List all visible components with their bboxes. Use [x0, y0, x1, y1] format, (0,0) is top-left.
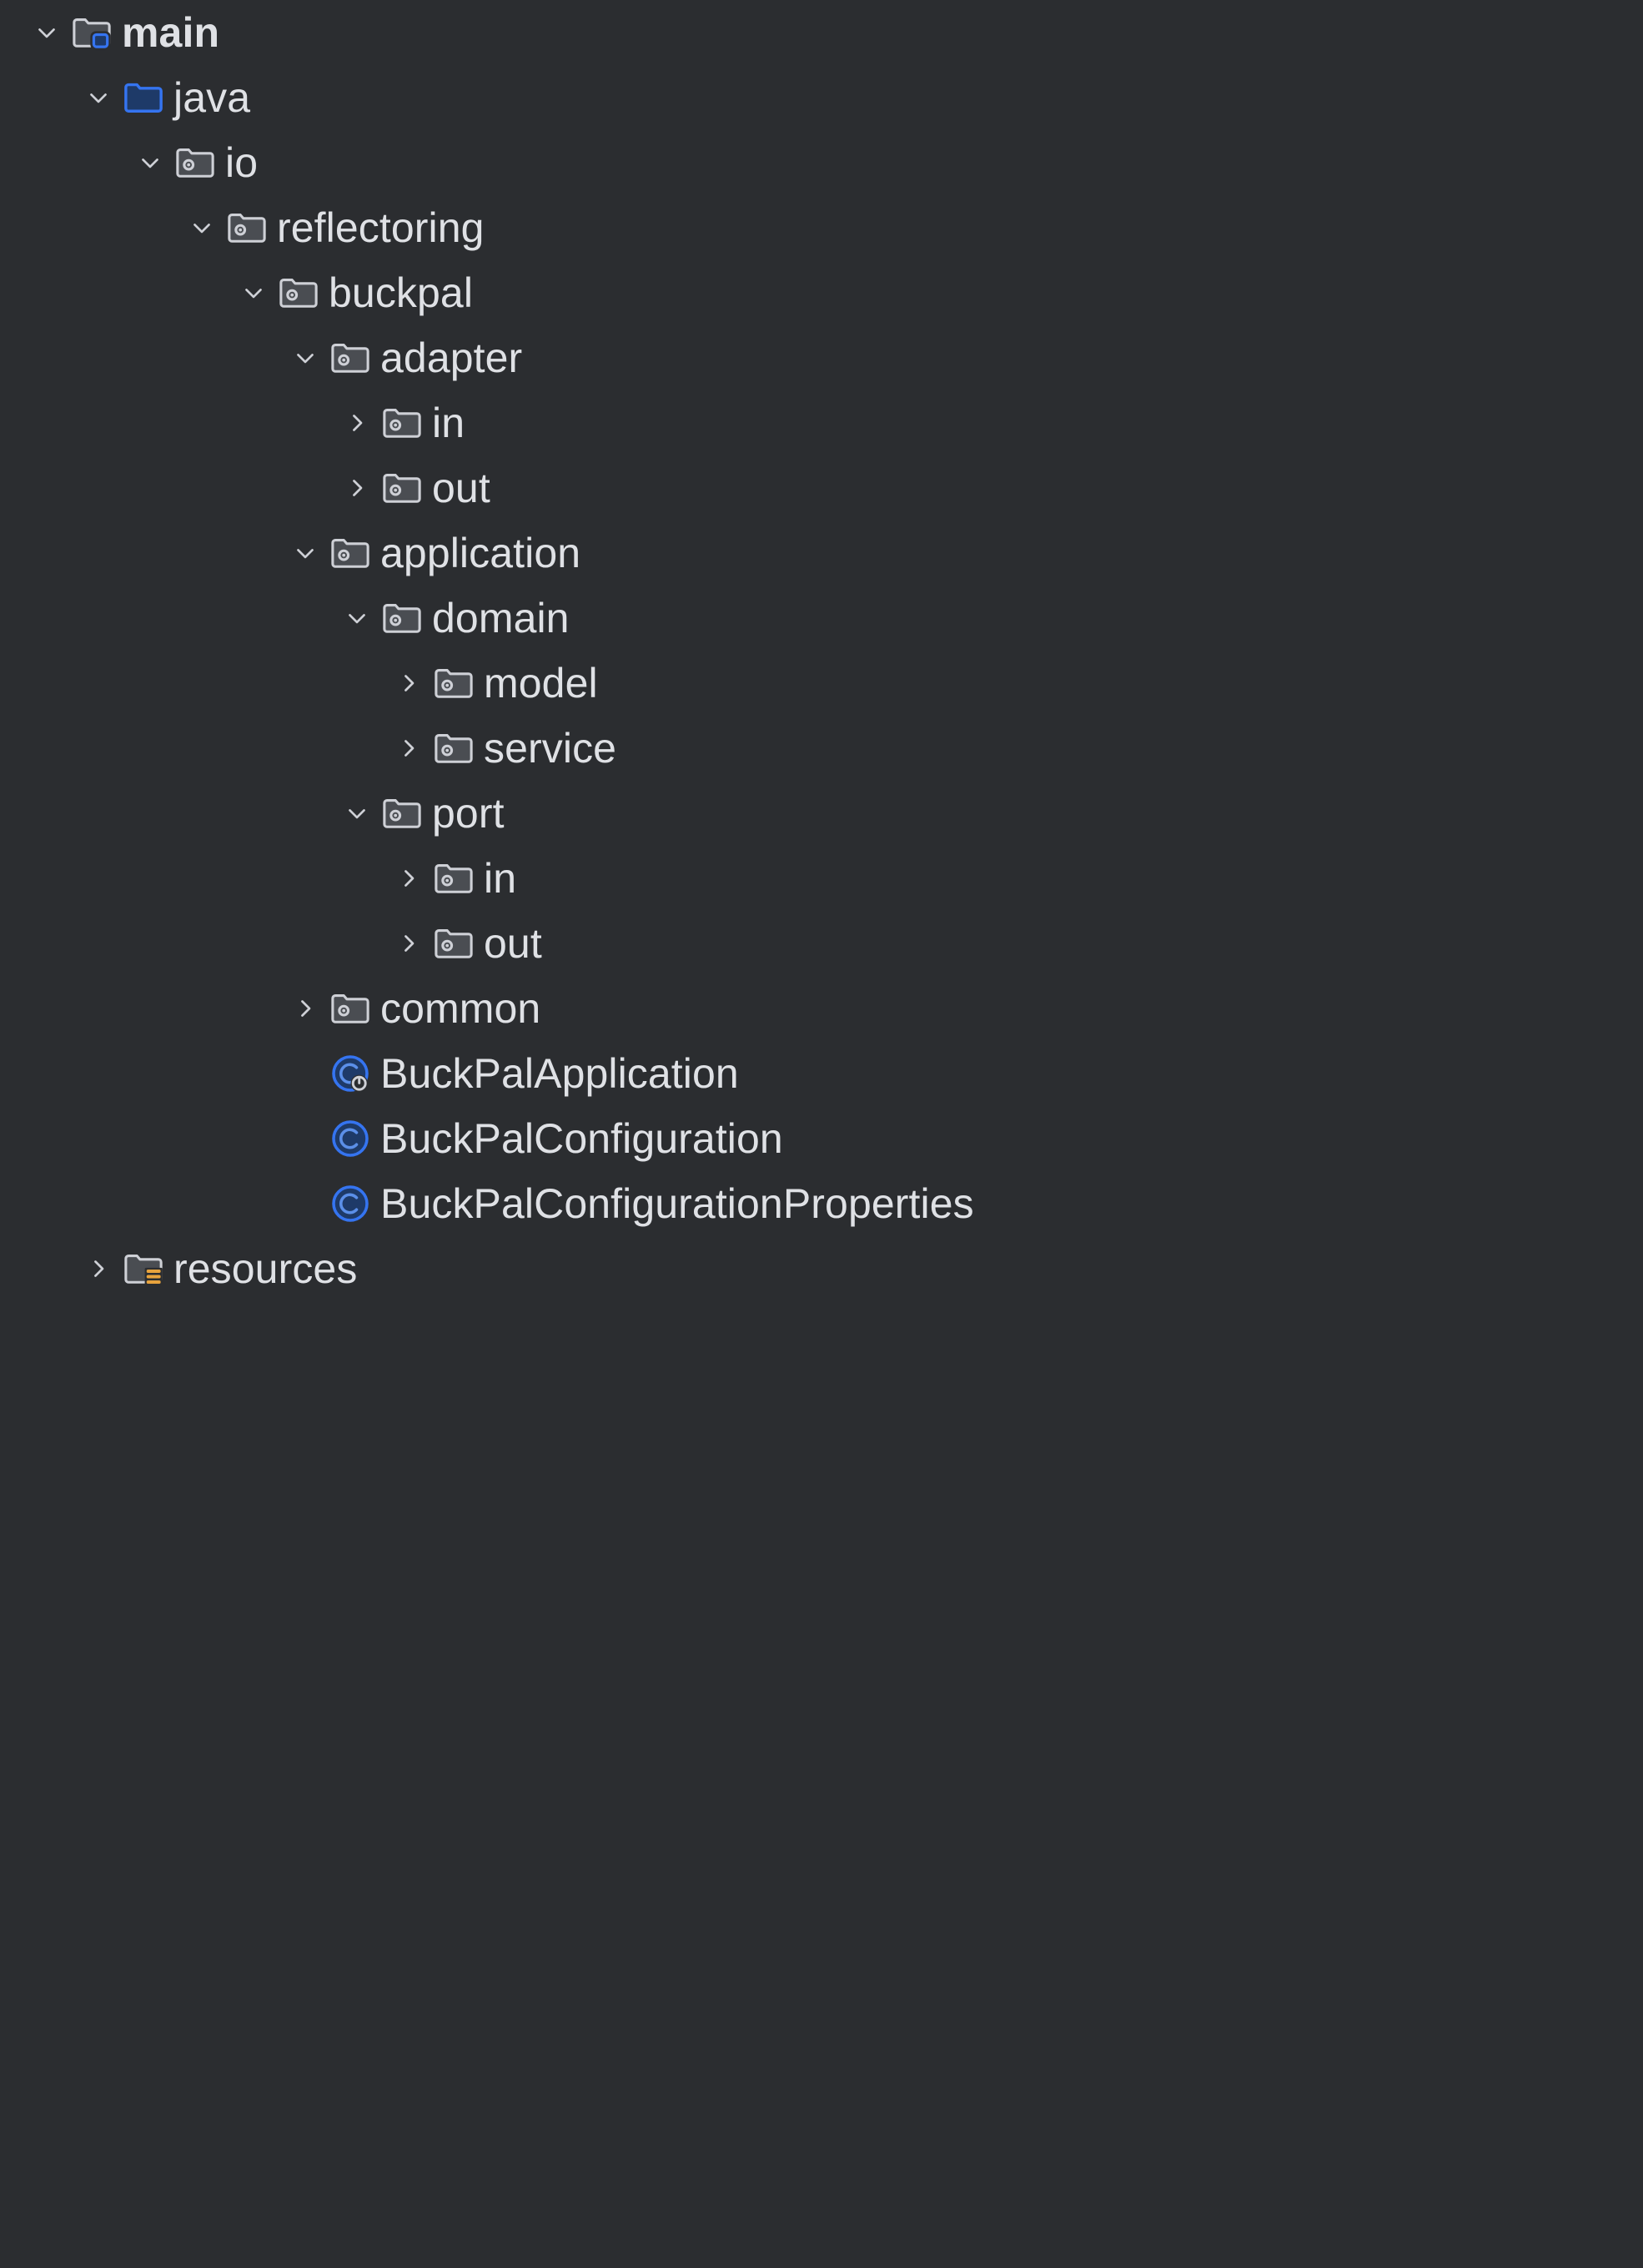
chevron-down-icon[interactable]: [80, 79, 117, 116]
chevron-right-icon[interactable]: [390, 730, 427, 767]
java-class-icon: [329, 1182, 372, 1225]
tree-row[interactable]: model: [0, 651, 1643, 716]
package-folder-icon: [380, 466, 424, 510]
chevron-down-icon[interactable]: [339, 795, 375, 832]
tree-row-label: out: [484, 920, 542, 967]
tree-row-label: io: [225, 139, 259, 186]
tree-row[interactable]: java: [0, 65, 1643, 130]
tree-row[interactable]: port: [0, 781, 1643, 846]
tree-row[interactable]: in: [0, 390, 1643, 455]
tree-row[interactable]: BuckPalApplication: [0, 1041, 1643, 1106]
chevron-right-icon[interactable]: [339, 470, 375, 506]
tree-row[interactable]: main: [0, 0, 1643, 65]
package-folder-icon: [173, 141, 217, 184]
tree-row-label: buckpal: [329, 269, 474, 316]
tree-row-label: in: [432, 400, 465, 446]
tree-row[interactable]: application: [0, 520, 1643, 586]
tree-row-label: port: [432, 790, 505, 837]
chevron-down-icon[interactable]: [28, 14, 65, 51]
chevron-down-icon[interactable]: [287, 339, 324, 376]
package-folder-icon: [329, 987, 372, 1030]
chevron-down-icon[interactable]: [287, 535, 324, 571]
tree-row-label: in: [484, 855, 517, 902]
tree-row-label: model: [484, 660, 598, 707]
chevron-down-icon[interactable]: [132, 144, 168, 181]
resource-root-folder-icon: [122, 1247, 165, 1290]
package-folder-icon: [432, 857, 475, 900]
tree-row[interactable]: BuckPalConfiguration: [0, 1106, 1643, 1171]
chevron-right-icon[interactable]: [390, 925, 427, 962]
java-class-run-icon: [329, 1052, 372, 1095]
tree-row-label: out: [432, 465, 490, 511]
tree-row-label: common: [380, 985, 541, 1032]
package-folder-icon: [277, 271, 320, 314]
tree-row-label: BuckPalConfiguration: [380, 1115, 783, 1162]
java-class-icon: [329, 1117, 372, 1160]
package-folder-icon: [225, 206, 269, 249]
tree-row[interactable]: out: [0, 455, 1643, 520]
tree-row-label: BuckPalConfigurationProperties: [380, 1180, 974, 1227]
tree-row-label: main: [122, 9, 220, 56]
chevron-right-icon[interactable]: [339, 405, 375, 441]
tree-row[interactable]: adapter: [0, 325, 1643, 390]
package-folder-icon: [329, 531, 372, 575]
tree-row-label: java: [173, 74, 251, 121]
package-folder-icon: [432, 922, 475, 965]
tree-row[interactable]: buckpal: [0, 260, 1643, 325]
chevron-right-icon[interactable]: [390, 665, 427, 702]
chevron-right-icon[interactable]: [390, 860, 427, 897]
package-folder-icon: [380, 596, 424, 640]
chevron-down-icon[interactable]: [183, 209, 220, 246]
java-source-folder-icon: [122, 76, 165, 119]
tree-row-label: application: [380, 530, 581, 576]
tree-row-label: reflectoring: [277, 204, 485, 251]
tree-row[interactable]: out: [0, 911, 1643, 976]
tree-row-label: adapter: [380, 334, 523, 381]
tree-row-label: service: [484, 725, 617, 772]
tree-row-label: BuckPalApplication: [380, 1050, 739, 1097]
package-folder-icon: [380, 401, 424, 445]
chevron-right-icon[interactable]: [80, 1250, 117, 1287]
package-folder-icon: [329, 336, 372, 380]
tree-row[interactable]: io: [0, 130, 1643, 195]
package-folder-icon: [432, 727, 475, 770]
tree-row[interactable]: common: [0, 976, 1643, 1041]
package-folder-icon: [380, 792, 424, 835]
tree-row[interactable]: BuckPalConfigurationProperties: [0, 1171, 1643, 1236]
tree-row[interactable]: reflectoring: [0, 195, 1643, 260]
chevron-down-icon[interactable]: [339, 600, 375, 636]
tree-row[interactable]: in: [0, 846, 1643, 911]
package-folder-icon: [432, 661, 475, 705]
tree-row[interactable]: resources: [0, 1236, 1643, 1301]
source-root-folder-icon: [70, 11, 113, 54]
tree-row-label: resources: [173, 1245, 358, 1292]
tree-row[interactable]: service: [0, 716, 1643, 781]
tree-row[interactable]: domain: [0, 586, 1643, 651]
tree-row-label: domain: [432, 595, 570, 641]
chevron-right-icon[interactable]: [287, 990, 324, 1027]
chevron-down-icon[interactable]: [235, 274, 272, 311]
